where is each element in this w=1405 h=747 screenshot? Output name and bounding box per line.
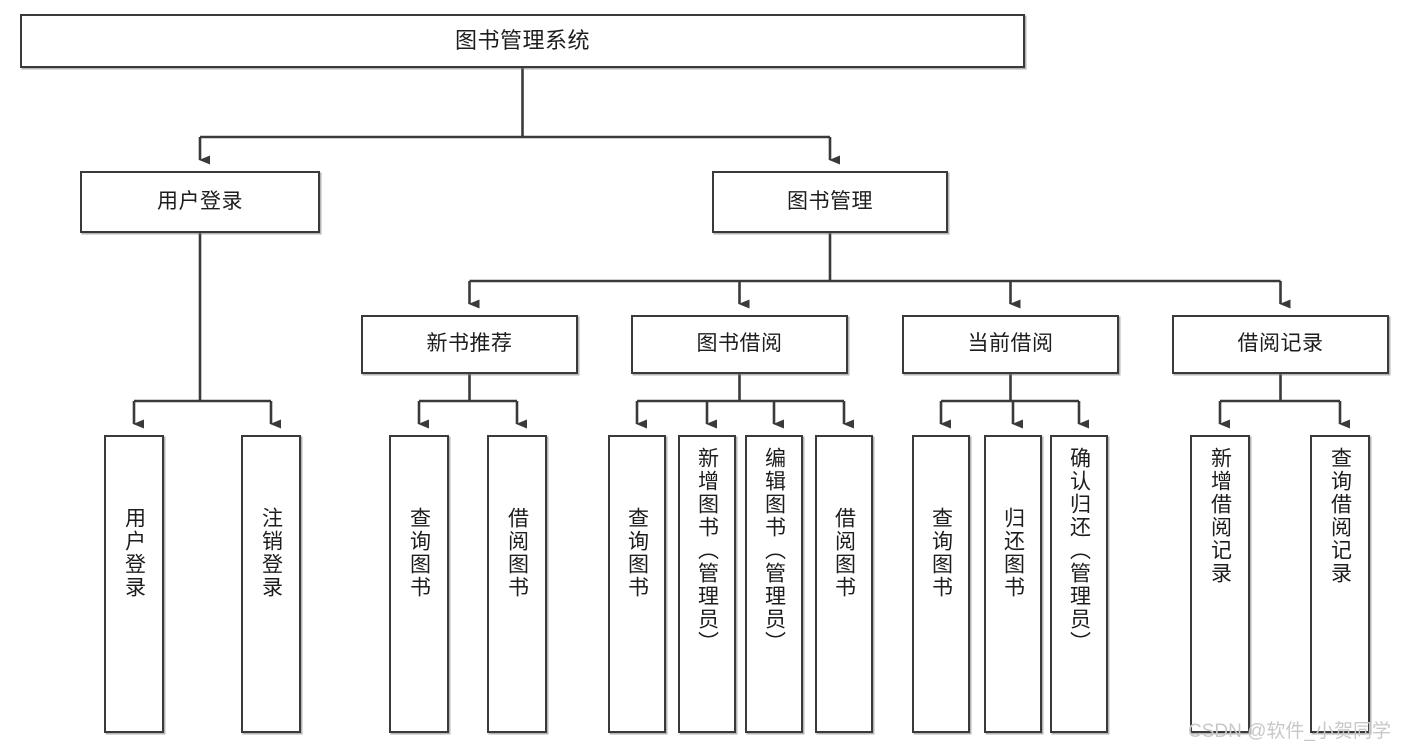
node-leaf-re-add[interactable]: 新增借阅记录 — [1190, 435, 1250, 733]
node-leaf-login[interactable]: 用户登录 — [104, 435, 164, 733]
node-leaf-cu-return[interactable]: 归还图书 — [984, 435, 1042, 733]
node-leaf-cu-query[interactable]: 查询图书 — [912, 435, 970, 733]
node-label: 查询图书 — [407, 507, 431, 599]
node-label: 图书管理系统 — [454, 28, 590, 54]
node-leaf-re-query[interactable]: 查询借阅记录 — [1310, 435, 1370, 733]
node-leaf-cu-confirm[interactable]: 确认归还（管理员） — [1050, 435, 1108, 733]
node-leaf-bo-edit[interactable]: 编辑图书（管理员） — [745, 435, 803, 733]
node-label: 确认归还（管理员） — [1067, 447, 1091, 654]
node-label: 查询借阅记录 — [1328, 447, 1352, 585]
node-label: 注销登录 — [259, 507, 283, 599]
node-label: 借阅记录 — [1237, 332, 1324, 356]
node-label: 查询图书 — [625, 507, 649, 599]
node-label: 图书管理 — [787, 189, 873, 213]
node-borrow[interactable]: 图书借阅 — [631, 315, 848, 374]
node-root[interactable]: 图书管理系统 — [20, 14, 1025, 68]
node-label: 新增图书（管理员） — [695, 447, 719, 654]
node-label: 借阅图书 — [832, 507, 856, 599]
node-label: 当前借阅 — [967, 332, 1054, 356]
node-label: 归还图书 — [1001, 507, 1025, 599]
node-label: 借阅图书 — [505, 507, 529, 599]
node-label: 用户登录 — [157, 189, 243, 213]
node-current[interactable]: 当前借阅 — [902, 315, 1119, 374]
csdn-watermark: CSDN @软件_小贺同学 — [1188, 721, 1391, 742]
node-label: 新增借阅记录 — [1208, 447, 1232, 585]
node-leaf-bo-query[interactable]: 查询图书 — [608, 435, 666, 733]
node-label: 用户登录 — [122, 507, 146, 599]
node-leaf-bo-add[interactable]: 新增图书（管理员） — [678, 435, 736, 733]
node-label: 编辑图书（管理员） — [762, 447, 786, 654]
node-login[interactable]: 用户登录 — [80, 171, 320, 233]
node-record[interactable]: 借阅记录 — [1172, 315, 1389, 374]
node-label: 查询图书 — [929, 507, 953, 599]
node-leaf-nb-borrow[interactable]: 借阅图书 — [487, 435, 547, 733]
node-leaf-nb-query[interactable]: 查询图书 — [389, 435, 449, 733]
node-label: 图书借阅 — [696, 332, 783, 356]
node-leaf-logout[interactable]: 注销登录 — [241, 435, 301, 733]
node-leaf-bo-borrow[interactable]: 借阅图书 — [815, 435, 873, 733]
node-newbook[interactable]: 新书推荐 — [361, 315, 578, 374]
node-label: 新书推荐 — [426, 332, 513, 356]
node-bookmgmt[interactable]: 图书管理 — [712, 171, 948, 233]
